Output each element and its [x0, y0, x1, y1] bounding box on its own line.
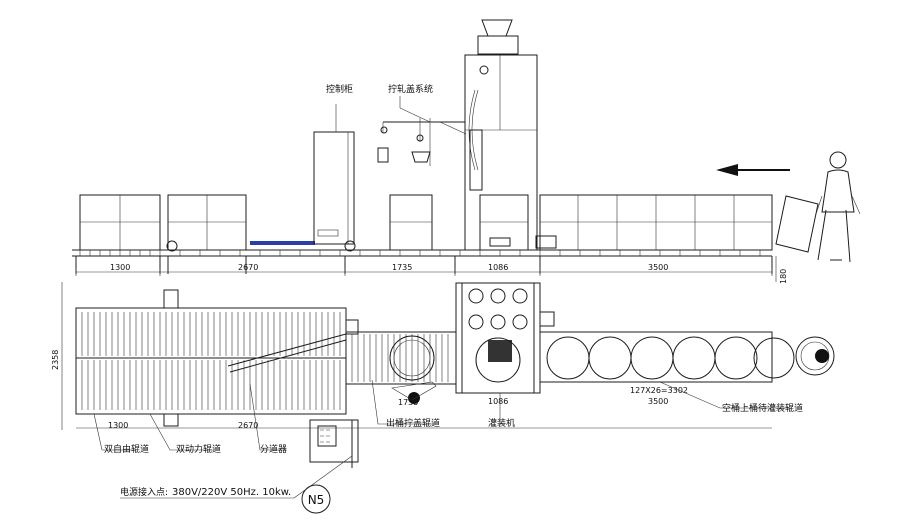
cap-station-marker: [408, 392, 420, 404]
power-cable: [250, 241, 315, 245]
dim-plan-1086: 1086: [488, 397, 508, 406]
barrel-stack-a: [79, 194, 161, 251]
label-divider: 分道器: [260, 443, 287, 455]
dim-height-180: 180: [779, 269, 788, 284]
dim-side-1735: 1735: [392, 263, 412, 272]
capping-conveyor: [345, 331, 457, 385]
dim-side-1300: 1300: [110, 263, 130, 272]
label-control-cabinet: 控制柜: [326, 83, 353, 95]
conveyor-rollers: [79, 250, 761, 256]
empty-barrel-conveyor: [539, 331, 835, 383]
dim-plan-1735: 1735: [398, 398, 418, 407]
label-double-free-roller: 双自由辊道: [104, 443, 149, 455]
plan-view: 2358 1300 2670 1735 1086 127X26=3302 350…: [51, 282, 835, 468]
side-elevation: 控制柜 拧轧盖系统: [72, 19, 861, 284]
label-out-barrel-roller: 出桶拧盖辊道: [386, 417, 440, 429]
double-roller-field: [75, 289, 359, 427]
infeed-marker: [815, 349, 829, 363]
dim-side-3500: 3500: [648, 263, 668, 272]
power-spec: 380V/220V 50Hz. 10kw.: [172, 487, 291, 498]
filling-tower: [464, 19, 557, 251]
dim-plan-2358: 2358: [51, 350, 60, 370]
cap-system: [377, 107, 467, 166]
node-tag: N5: [301, 484, 331, 514]
divider-diagonal: [227, 333, 347, 373]
barrel-stack-c: [389, 194, 433, 251]
barrel-stack-b: [167, 194, 247, 251]
dim-plan-1300: 1300: [108, 421, 128, 430]
label-empty-barrel-roller: 空桶上桶待灌装辊道: [722, 402, 803, 414]
control-cabinet: [313, 104, 356, 252]
label-double-power-roller: 双动力辊道: [176, 443, 221, 455]
dim-plan-3500: 3500: [648, 397, 668, 406]
dim-plan-pitch: 127X26=3302: [630, 386, 688, 395]
node-tag-label: N5: [308, 493, 325, 507]
control-box-plan: [309, 419, 359, 468]
barrel-stack-right: [539, 194, 773, 251]
filling-machine-plan: [455, 282, 555, 394]
dim-plan-2670: 2670: [238, 421, 258, 430]
filling-head-block: [488, 340, 512, 362]
cap-arm-outline: [391, 381, 437, 401]
dim-side-1086: 1086: [488, 263, 508, 272]
label-cap-system: 拧轧盖系统: [388, 83, 433, 95]
worker-figure: [775, 151, 861, 263]
label-filling-machine: 灌装机: [488, 417, 515, 429]
dim-side-2670: 2670: [238, 263, 258, 272]
power-prefix: 电源接入点:: [120, 486, 168, 498]
flow-arrow-icon: [716, 164, 790, 176]
